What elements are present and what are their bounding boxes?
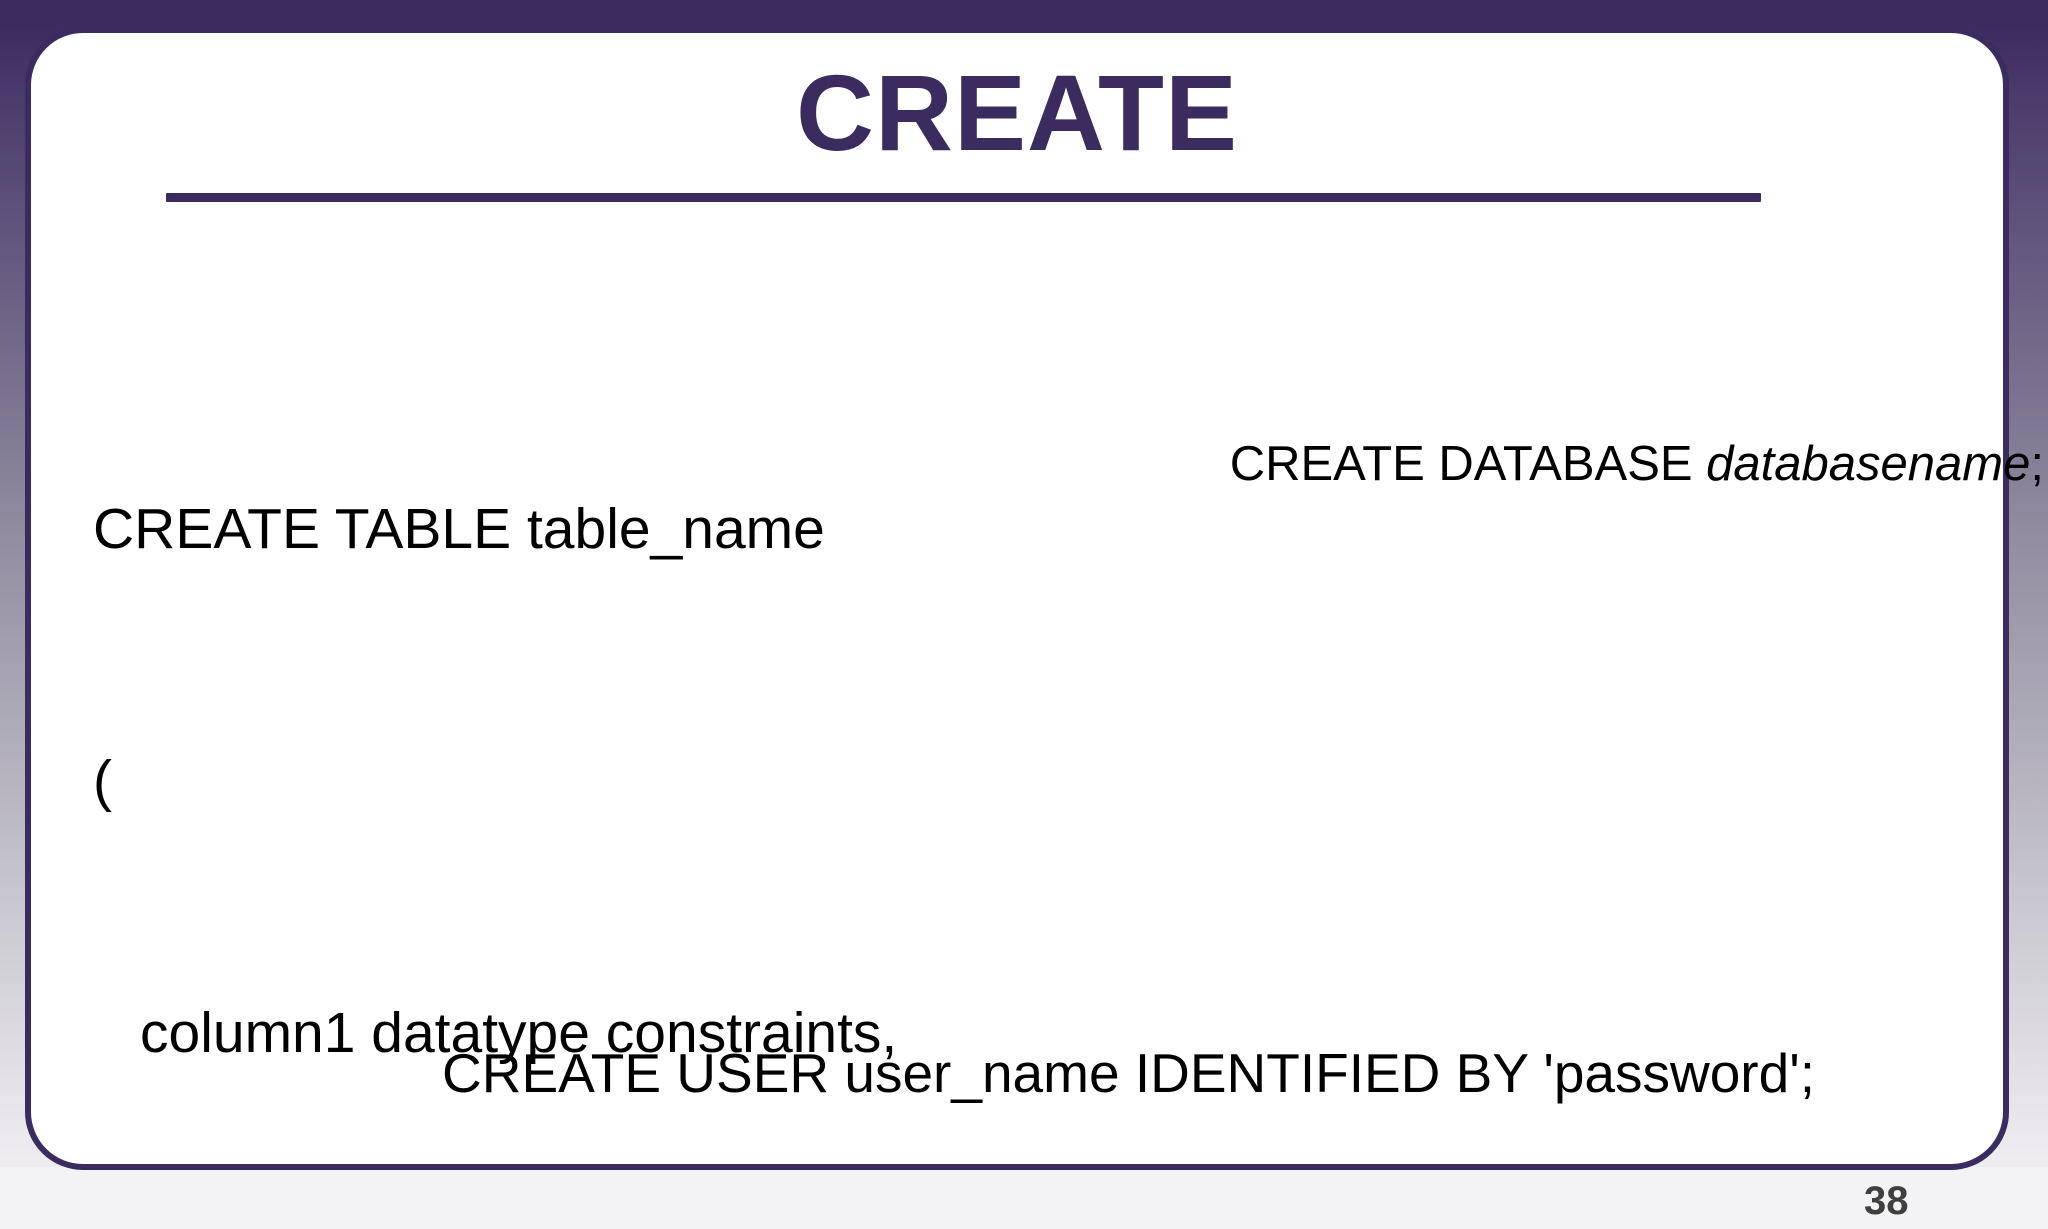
create-database-terminator: ;: [2030, 437, 2044, 491]
slide-frame-bottom-strip: [0, 1167, 2048, 1229]
create-user-statement: CREATE USER user_name IDENTIFIED BY 'pas…: [442, 1042, 1815, 1104]
slide-frame-top-band: [0, 0, 2048, 27]
page-number: 38: [1864, 1179, 1909, 1223]
page-title: CREATE: [795, 52, 1238, 173]
code-line: column1 datatype constraints,: [140, 1001, 898, 1065]
create-table-statement: CREATE TABLE table_name ( column1 dataty…: [93, 319, 897, 1229]
create-database-identifier: databasename: [1706, 437, 2031, 491]
title-underline-rule: [166, 193, 1761, 202]
code-line: (: [93, 749, 112, 813]
create-database-statement: CREATE DATABASE databasename;: [1148, 368, 2044, 560]
slide-card: CREATE CREATE TABLE table_name ( column1…: [25, 27, 2044, 1170]
code-line: CREATE TABLE table_name: [93, 497, 825, 561]
create-database-keyword: CREATE DATABASE: [1229, 437, 1707, 491]
